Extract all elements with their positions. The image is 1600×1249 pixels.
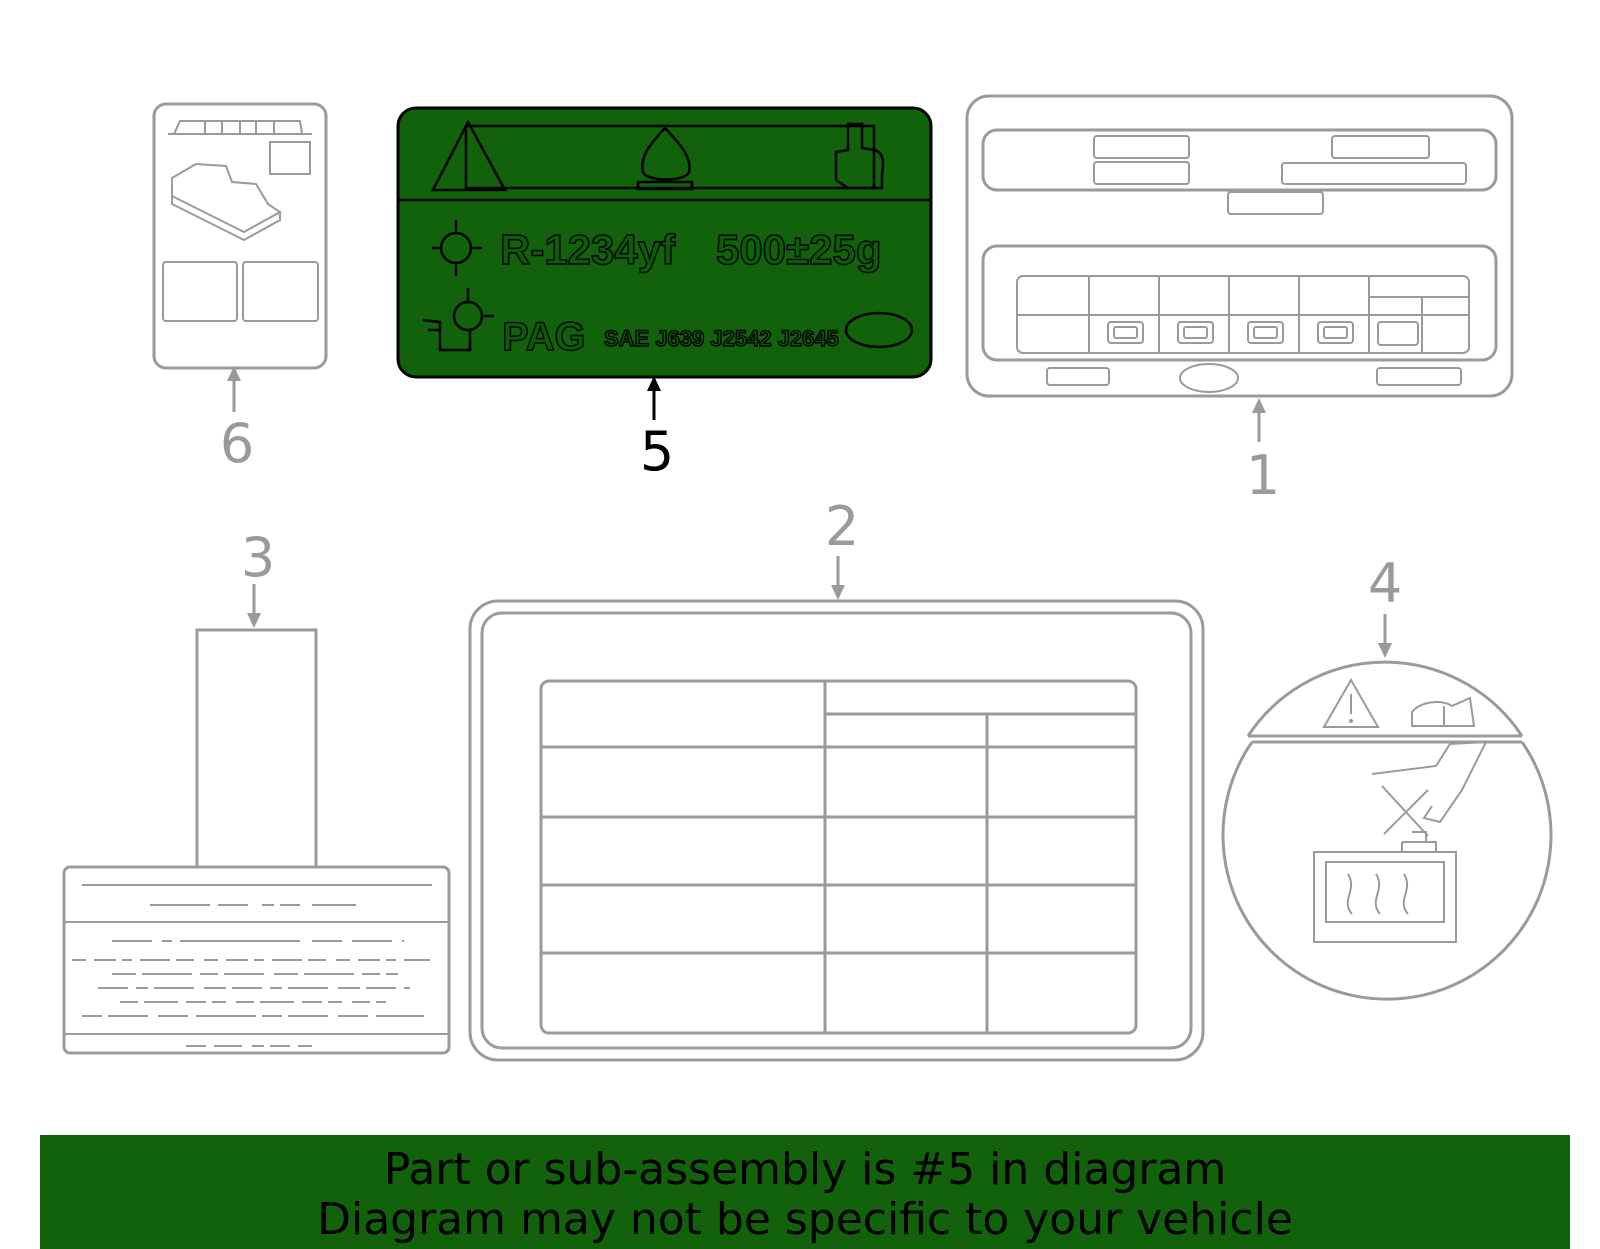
hand-cap-icon	[1371, 740, 1488, 824]
manual-book-icon	[1411, 696, 1476, 727]
callout-5[interactable]: 5	[640, 420, 674, 483]
radiator-icon	[1313, 851, 1457, 943]
banner-line-disclaimer: Diagram may not be specific to your vehi…	[317, 1194, 1293, 1245]
warning-triangle-icon	[430, 119, 508, 192]
part-4-label[interactable]	[1221, 660, 1553, 1001]
arrow-3-icon	[247, 584, 261, 628]
arrow-6-icon	[227, 366, 241, 412]
info-banner: Part or sub-assembly is #5 in diagram Di…	[40, 1135, 1570, 1249]
callout-6[interactable]: 6	[220, 412, 254, 475]
arrow-5-icon	[647, 376, 661, 420]
callout-2[interactable]: 2	[825, 495, 859, 558]
arrow-2-icon	[831, 556, 845, 600]
part-2-label[interactable]	[468, 599, 1205, 1062]
oval-mark-icon	[844, 311, 914, 349]
part-3-label[interactable]	[62, 628, 451, 1055]
refrigerant-sun-icon	[432, 220, 482, 276]
callout-3[interactable]: 3	[241, 526, 275, 589]
sae-standards: SAE J639 J2542 J2645	[604, 326, 839, 351]
part-6-label[interactable]	[152, 102, 328, 370]
oil-can-icon	[422, 288, 494, 352]
refrigerant-charge: 500±25g	[716, 226, 882, 273]
caution-triangle-icon	[1322, 677, 1380, 728]
part-1-label[interactable]	[965, 94, 1514, 398]
hand-icon	[834, 122, 885, 190]
arrow-1-icon	[1252, 398, 1266, 442]
part-5-label[interactable]: R-1234yf 500±25g PAG SAE J639 J2542 J264…	[396, 106, 933, 379]
callout-4[interactable]: 4	[1368, 552, 1402, 615]
flame-icon	[641, 126, 691, 181]
callout-1[interactable]: 1	[1246, 444, 1280, 507]
arrow-4-icon	[1378, 614, 1392, 658]
oil-type: PAG	[502, 315, 586, 359]
banner-line-part: Part or sub-assembly is #5 in diagram	[383, 1144, 1227, 1195]
refrigerant-type: R-1234yf	[500, 226, 676, 273]
